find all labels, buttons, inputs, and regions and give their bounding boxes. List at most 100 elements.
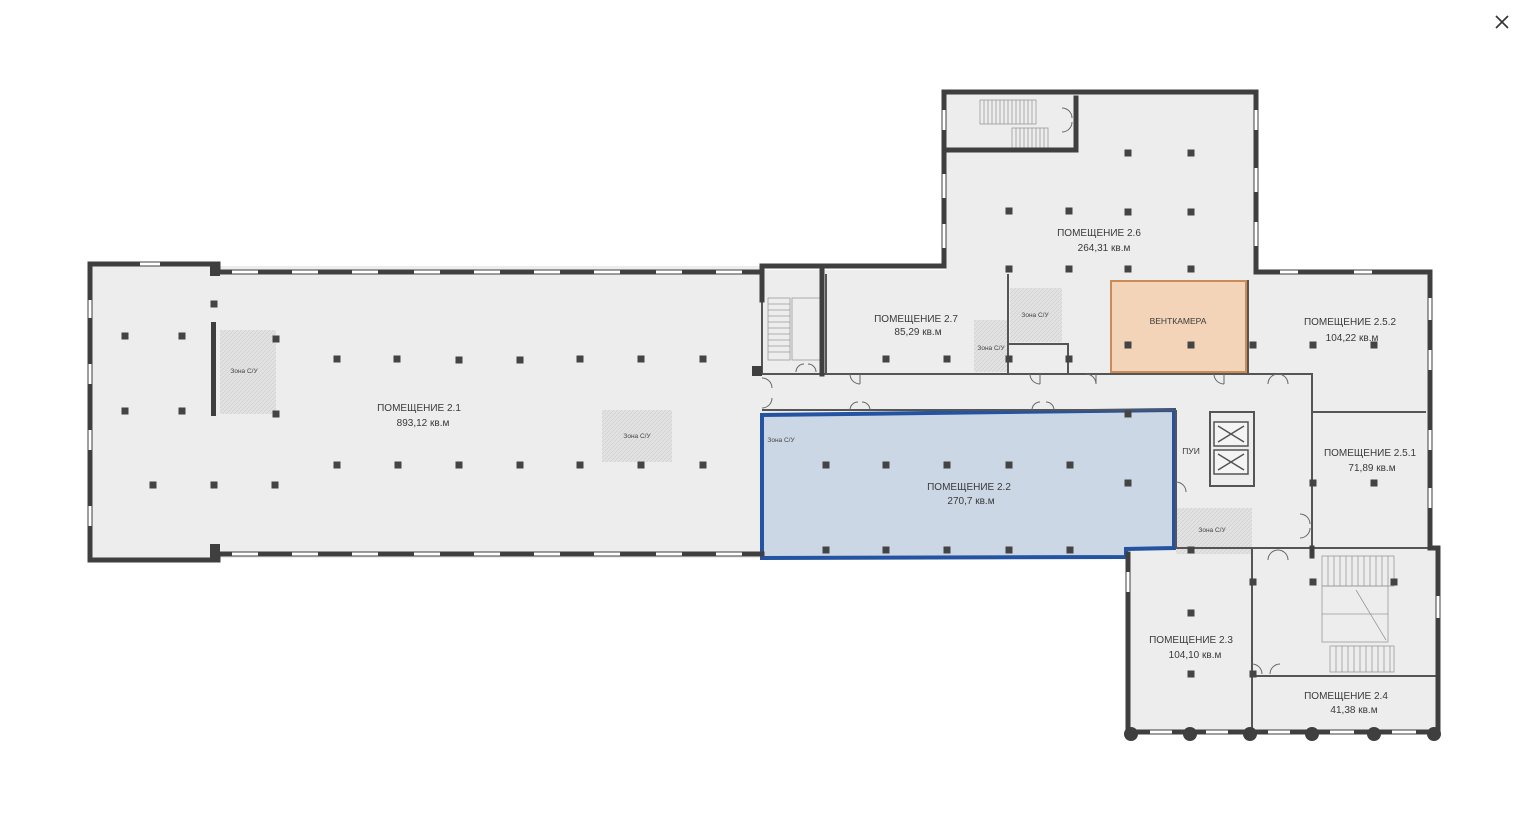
column-marker [516,461,524,469]
column-marker [1187,341,1195,349]
staircase-icon [767,99,1395,673]
interior-walls [761,274,1438,728]
column-marker [699,355,707,363]
wc-zone-label-1: Зона С/У [230,368,258,375]
column-marker [121,332,129,340]
column-marker [1066,546,1074,554]
column-marker [576,461,584,469]
column-marker [822,461,830,469]
room-2-7-name: ПОМЕЩЕНИЕ 2.7 [874,314,958,325]
room-2-1-area: 893,12 кв.м [397,418,450,429]
wc-zone-6 [1176,508,1252,554]
column-marker [699,461,707,469]
column-marker [1187,265,1195,273]
wc-zone-2 [602,410,672,462]
column-marker [1066,461,1074,469]
column-marker [272,410,280,418]
wc-zone-label-4: Зона С/У [977,345,1005,352]
column-marker [1309,341,1317,349]
column-marker [393,355,401,363]
column-marker [1249,341,1257,349]
room-2-6-name: ПОМЕЩЕНИЕ 2.6 [1057,228,1141,239]
column-marker [1124,149,1132,157]
wc-zone-label-2: Зона С/У [623,433,651,440]
wall-piers [210,262,1441,741]
column-marker [882,546,890,554]
column-marker [822,546,830,554]
wc-zone-5 [1010,288,1062,342]
room-2-3-area: 104,10 кв.м [1169,650,1222,661]
column-marker [210,481,218,489]
room-2-6-area: 264,31 кв.м [1078,243,1131,254]
column-marker [394,461,402,469]
column-marker [333,355,341,363]
column-marker [882,355,890,363]
room-2-5-2-area: 104,22 кв.м [1326,333,1379,344]
column-marker [943,546,951,554]
room-2-4-area: 41,38 кв.м [1330,705,1377,716]
room-labels: ПОМЕЩЕНИЕ 2.1 893,12 кв.м ПОМЕЩЕНИЕ 2.2 … [230,228,1416,716]
column-marker [455,356,463,364]
column-marker [637,355,645,363]
column-marker [637,461,645,469]
column-marker [1005,546,1013,554]
room-2-3-name: ПОМЕЩЕНИЕ 2.3 [1149,635,1233,646]
column-marker [121,407,129,415]
column-marker [516,356,524,364]
column-marker [1005,355,1013,363]
column-marker [272,335,280,343]
wc-zone-1 [220,330,276,414]
column-marker [1065,207,1073,215]
column-marker [1187,609,1195,617]
columns [121,149,1398,678]
column-marker [455,461,463,469]
pui-label: ПУИ [1182,446,1200,456]
wc-zone-label-3: Зона С/У [767,437,795,444]
room-2-5-1-area: 71,89 кв.м [1348,463,1395,474]
column-marker [210,300,218,308]
room-2-5-2-name: ПОМЕЩЕНИЕ 2.5.2 [1304,317,1397,328]
room-2-2-name: ПОМЕЩЕНИЕ 2.2 [927,482,1011,493]
column-marker [943,461,951,469]
column-marker [178,407,186,415]
column-marker [1309,578,1317,586]
close-button[interactable] [1490,10,1514,34]
column-marker [1370,479,1378,487]
column-marker [1309,479,1317,487]
wc-zone-label-5: Зона С/У [1021,312,1049,319]
column-marker [1065,355,1073,363]
column-marker [576,355,584,363]
wc-zone-4 [974,320,1008,372]
column-marker [1124,265,1132,273]
close-icon [1495,15,1509,29]
column-marker [1065,265,1073,273]
column-marker [1370,341,1378,349]
column-marker [1187,208,1195,216]
room-2-2-area: 270,7 кв.м [947,496,994,507]
column-marker [1249,578,1257,586]
column-marker [943,355,951,363]
column-marker [1124,341,1132,349]
column-marker [1249,670,1257,678]
room-2-5-1-name: ПОМЕЩЕНИЕ 2.5.1 [1324,448,1417,459]
column-marker [149,481,157,489]
room-2-1-name: ПОМЕЩЕНИЕ 2.1 [377,403,461,414]
column-marker [178,332,186,340]
wc-zone-label-6: Зона С/У [1198,527,1226,534]
column-marker [1187,546,1195,554]
windows [88,110,1440,734]
ventkamera-label: ВЕНТКАМЕРА [1150,316,1207,326]
room-2-4-name: ПОМЕЩЕНИЕ 2.4 [1304,691,1388,702]
ventkamera-room[interactable] [1110,280,1247,373]
column-marker [1005,207,1013,215]
door-icons [761,107,1311,675]
column-marker [1390,578,1398,586]
column-marker [271,481,279,489]
column-marker [1124,479,1132,487]
column-marker [333,461,341,469]
column-marker [1187,149,1195,157]
column-marker [1005,461,1013,469]
column-marker [1187,670,1195,678]
column-marker [1124,410,1132,418]
